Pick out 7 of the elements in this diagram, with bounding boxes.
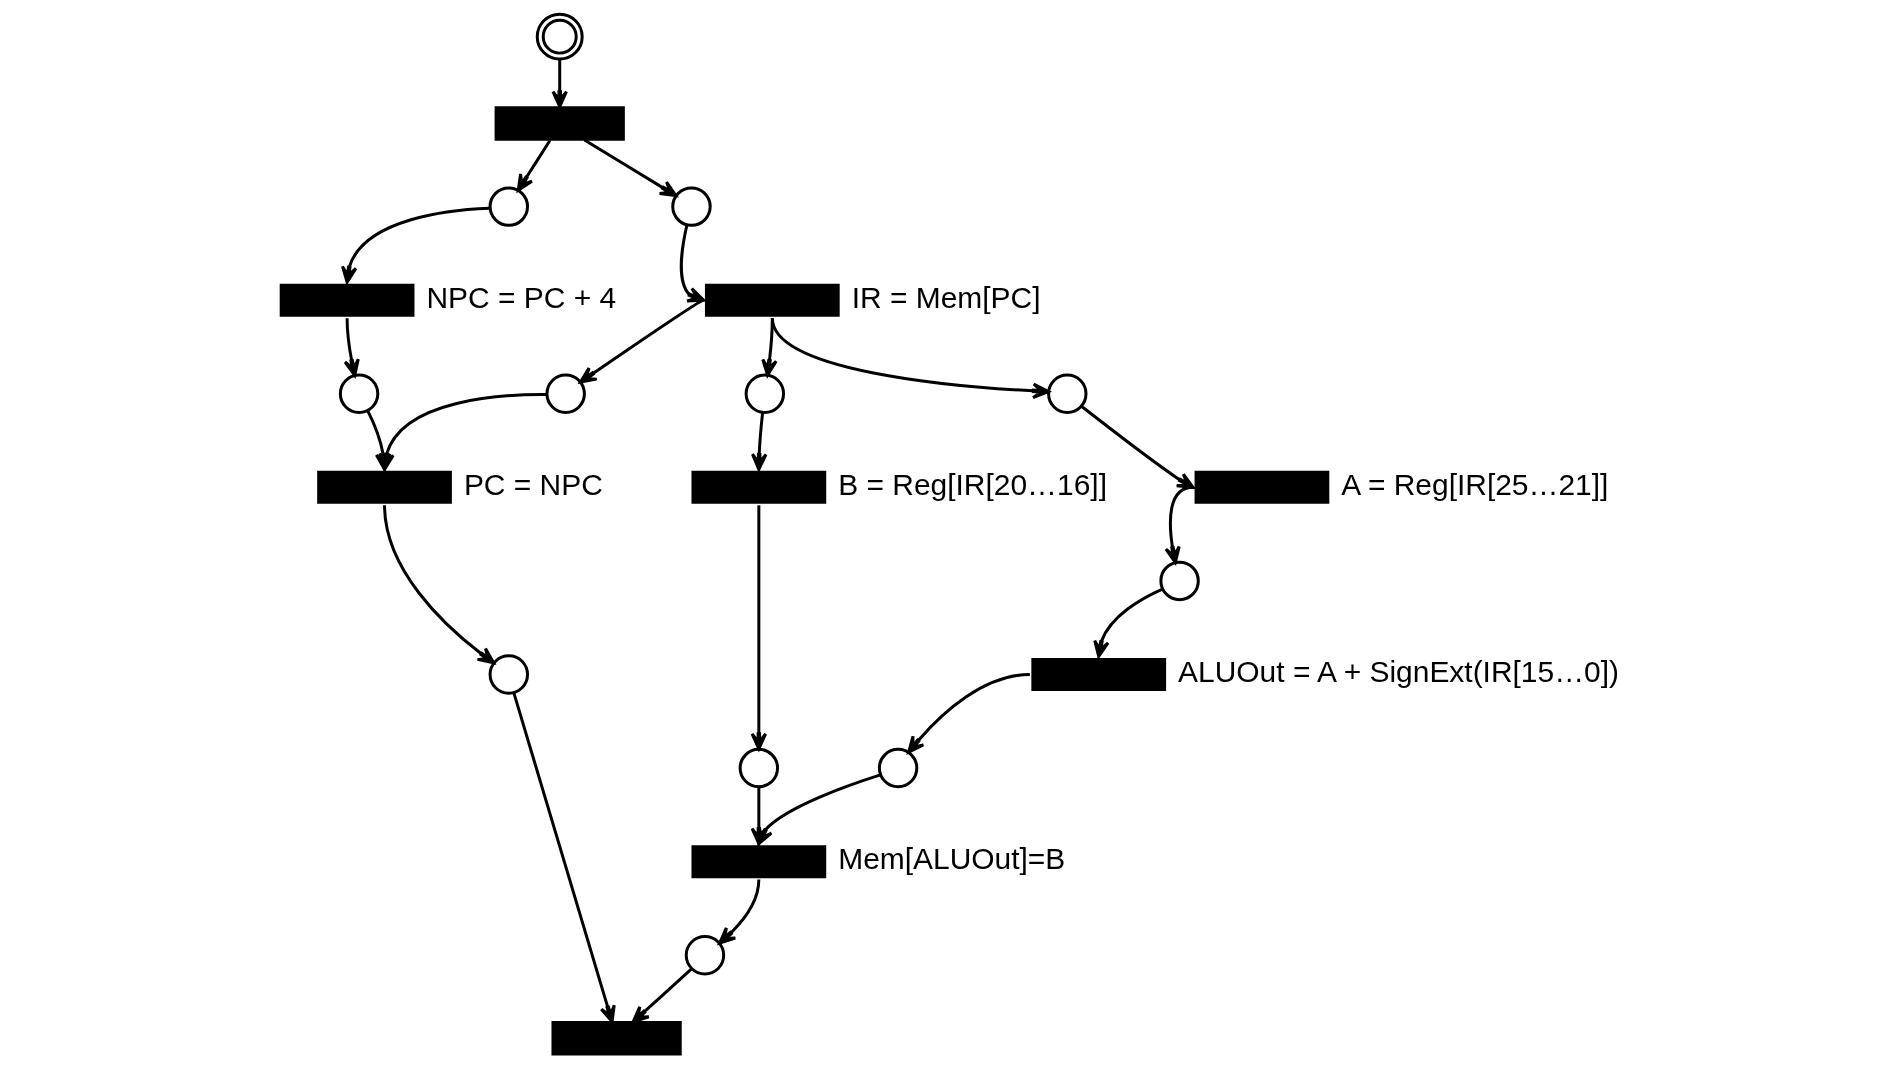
- node-label: NPC = PC + 4: [426, 280, 617, 314]
- node-label: ALUOut = A + SignExt(IR[15…0]): [1178, 654, 1620, 688]
- node-label: A = Reg[IR[25…21]]: [1341, 467, 1609, 501]
- node-label: IR = Mem[PC]: [851, 280, 1041, 314]
- node-label: PC = NPC: [463, 467, 603, 501]
- node-label: B = Reg[IR[20…16]]: [838, 467, 1107, 501]
- node-label: Mem[ALUOut]=B: [838, 842, 1066, 876]
